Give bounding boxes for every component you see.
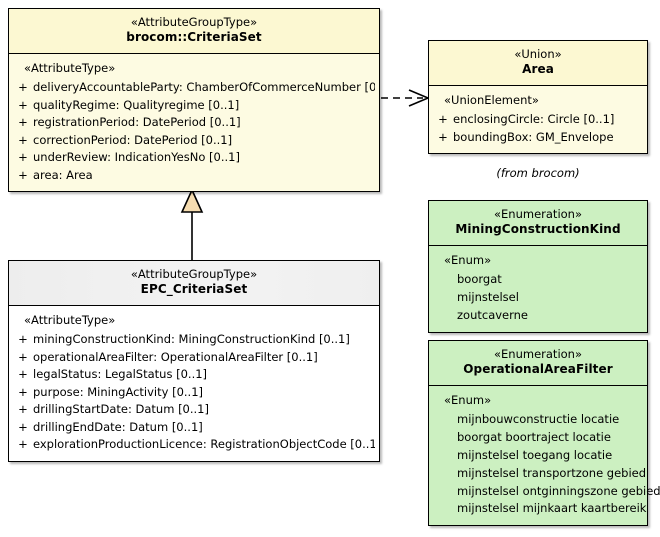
attribute-label: boundingBox: GM_Envelope xyxy=(453,129,614,144)
visibility-marker: + xyxy=(18,332,28,347)
visibility-marker: + xyxy=(18,97,28,112)
compartment-stereotype: «AttributeType» xyxy=(24,313,116,327)
attribute-label: explorationProductionLicence: Registrati… xyxy=(33,437,375,452)
class-box-criteriaset[interactable]: «AttributeGroupType» brocom::CriteriaSet… xyxy=(8,8,380,193)
enum-values-compartment: «Enum» boorgat mijnstelsel zoutcaverne xyxy=(429,246,647,332)
enum-value-row[interactable]: mijnstelsel ontginningszone gebied xyxy=(457,483,660,498)
class-name: EPC_CriteriaSet xyxy=(140,282,248,297)
visibility-marker: + xyxy=(18,402,28,417)
attribute-label: legalStatus: LegalStatus [0..1] xyxy=(33,367,208,382)
enum-values-compartment: «Enum» mijnbouwconstructie locatie boorg… xyxy=(429,386,660,526)
class-stereotype: «AttributeGroupType» xyxy=(130,267,258,281)
compartment-stereotype: «AttributeType» xyxy=(24,61,116,75)
class-name: brocom::CriteriaSet xyxy=(126,30,262,45)
attribute-row[interactable]: + deliveryAccountableParty: ChamberOfCom… xyxy=(13,79,375,96)
enum-value-row[interactable]: zoutcaverne xyxy=(457,307,529,322)
visibility-marker: + xyxy=(18,115,28,130)
attribute-label: deliveryAccountableParty: ChamberOfComme… xyxy=(33,80,375,95)
attribute-row[interactable]: + purpose: MiningActivity [0..1] xyxy=(13,384,375,401)
attribute-row[interactable]: + enclosingCircle: Circle [0..1] xyxy=(433,111,643,128)
attribute-row[interactable]: + correctionPeriod: DatePeriod [0..1] xyxy=(13,132,375,149)
attribute-label: qualityRegime: Qualityregime [0..1] xyxy=(33,97,240,112)
attribute-row[interactable]: + drillingEndDate: Datum [0..1] xyxy=(13,419,375,436)
compartment-stereotype: «Enum» xyxy=(444,393,492,407)
visibility-marker: + xyxy=(18,384,28,399)
class-name: Area xyxy=(522,62,554,77)
visibility-marker: + xyxy=(18,437,28,452)
compartment-stereotype: «UnionElement» xyxy=(444,93,539,107)
dependency-connector xyxy=(381,89,431,107)
attribute-row[interactable]: + qualityRegime: Qualityregime [0..1] xyxy=(13,97,375,114)
class-attributes-compartment: «UnionElement» + enclosingCircle: Circle… xyxy=(429,86,647,154)
enum-value-row[interactable]: mijnstelsel mijnkaart kaartbereik xyxy=(457,501,647,516)
class-header-area: «Union» Area xyxy=(429,41,647,86)
attribute-label: enclosingCircle: Circle [0..1] xyxy=(453,112,615,127)
visibility-marker: + xyxy=(18,167,28,182)
enum-value-row[interactable]: mijnbouwconstructie locatie xyxy=(457,412,620,427)
visibility-marker: + xyxy=(18,80,28,95)
attribute-row[interactable]: + legalStatus: LegalStatus [0..1] xyxy=(13,366,375,383)
area-package-note: (from brocom) xyxy=(496,166,580,180)
visibility-marker: + xyxy=(18,132,28,147)
visibility-marker: + xyxy=(18,419,28,434)
enum-value-row[interactable]: mijnstelsel toegang locatie xyxy=(457,447,613,462)
attribute-row[interactable]: + registrationPeriod: DatePeriod [0..1] xyxy=(13,114,375,131)
attribute-label: area: Area xyxy=(33,167,93,182)
attribute-label: drillingEndDate: Datum [0..1] xyxy=(33,419,203,434)
class-box-operational-area-filter[interactable]: «Enumeration» OperationalAreaFilter «Enu… xyxy=(428,340,660,527)
class-stereotype: «Enumeration» xyxy=(494,207,582,221)
visibility-marker: + xyxy=(18,367,28,382)
attribute-label: correctionPeriod: DatePeriod [0..1] xyxy=(33,132,233,147)
class-box-area[interactable]: «Union» Area «UnionElement» + enclosingC… xyxy=(428,40,648,155)
visibility-marker: + xyxy=(18,150,28,165)
enum-value-row[interactable]: mijnstelsel transportzone gebied xyxy=(457,465,647,480)
compartment-stereotype: «Enum» xyxy=(444,253,492,267)
class-header-epc-criteriaset: «AttributeGroupType» EPC_CriteriaSet xyxy=(9,261,379,306)
class-attributes-compartment: «AttributeType» + deliveryAccountablePar… xyxy=(9,54,379,192)
class-header-operational-area-filter: «Enumeration» OperationalAreaFilter xyxy=(429,341,647,386)
dependency-arrowhead-icon xyxy=(408,89,431,107)
attribute-row[interactable]: + area: Area xyxy=(13,167,375,184)
visibility-marker: + xyxy=(18,349,28,364)
attribute-row[interactable]: + underReview: IndicationYesNo [0..1] xyxy=(13,149,375,166)
generalization-connector xyxy=(180,188,204,260)
attribute-row[interactable]: + drillingStartDate: Datum [0..1] xyxy=(13,401,375,418)
attribute-label: purpose: MiningActivity [0..1] xyxy=(33,384,204,399)
attribute-label: registrationPeriod: DatePeriod [0..1] xyxy=(33,115,241,130)
attribute-label: underReview: IndicationYesNo [0..1] xyxy=(33,150,240,165)
class-stereotype: «Union» xyxy=(514,47,562,61)
enum-value-row[interactable]: boorgat boortraject locatie xyxy=(457,430,611,445)
class-header-criteriaset: «AttributeGroupType» brocom::CriteriaSet xyxy=(9,9,379,54)
class-box-mining-construction-kind[interactable]: «Enumeration» MiningConstructionKind «En… xyxy=(428,200,648,333)
class-name: MiningConstructionKind xyxy=(455,222,621,237)
generalization-triangle-icon xyxy=(180,188,204,213)
visibility-marker: + xyxy=(438,112,448,127)
enum-value-row[interactable]: mijnstelsel xyxy=(457,290,519,305)
class-box-epc-criteriaset[interactable]: «AttributeGroupType» EPC_CriteriaSet «At… xyxy=(8,260,380,462)
class-stereotype: «AttributeGroupType» xyxy=(130,15,258,29)
attribute-label: miningConstructionKind: MiningConstructi… xyxy=(33,332,350,347)
attribute-row[interactable]: + explorationProductionLicence: Registra… xyxy=(13,436,375,453)
attribute-label: operationalAreaFilter: OperationalAreaFi… xyxy=(33,349,318,364)
attribute-row[interactable]: + miningConstructionKind: MiningConstruc… xyxy=(13,331,375,348)
attribute-label: drillingStartDate: Datum [0..1] xyxy=(33,402,209,417)
class-attributes-compartment: «AttributeType» + miningConstructionKind… xyxy=(9,306,379,461)
visibility-marker: + xyxy=(438,129,448,144)
attribute-row[interactable]: + operationalAreaFilter: OperationalArea… xyxy=(13,349,375,366)
class-name: OperationalAreaFilter xyxy=(463,362,613,377)
class-header-mining-construction-kind: «Enumeration» MiningConstructionKind xyxy=(429,201,647,246)
attribute-row[interactable]: + boundingBox: GM_Envelope xyxy=(433,129,643,146)
class-stereotype: «Enumeration» xyxy=(494,347,582,361)
enum-value-row[interactable]: boorgat xyxy=(457,272,502,287)
